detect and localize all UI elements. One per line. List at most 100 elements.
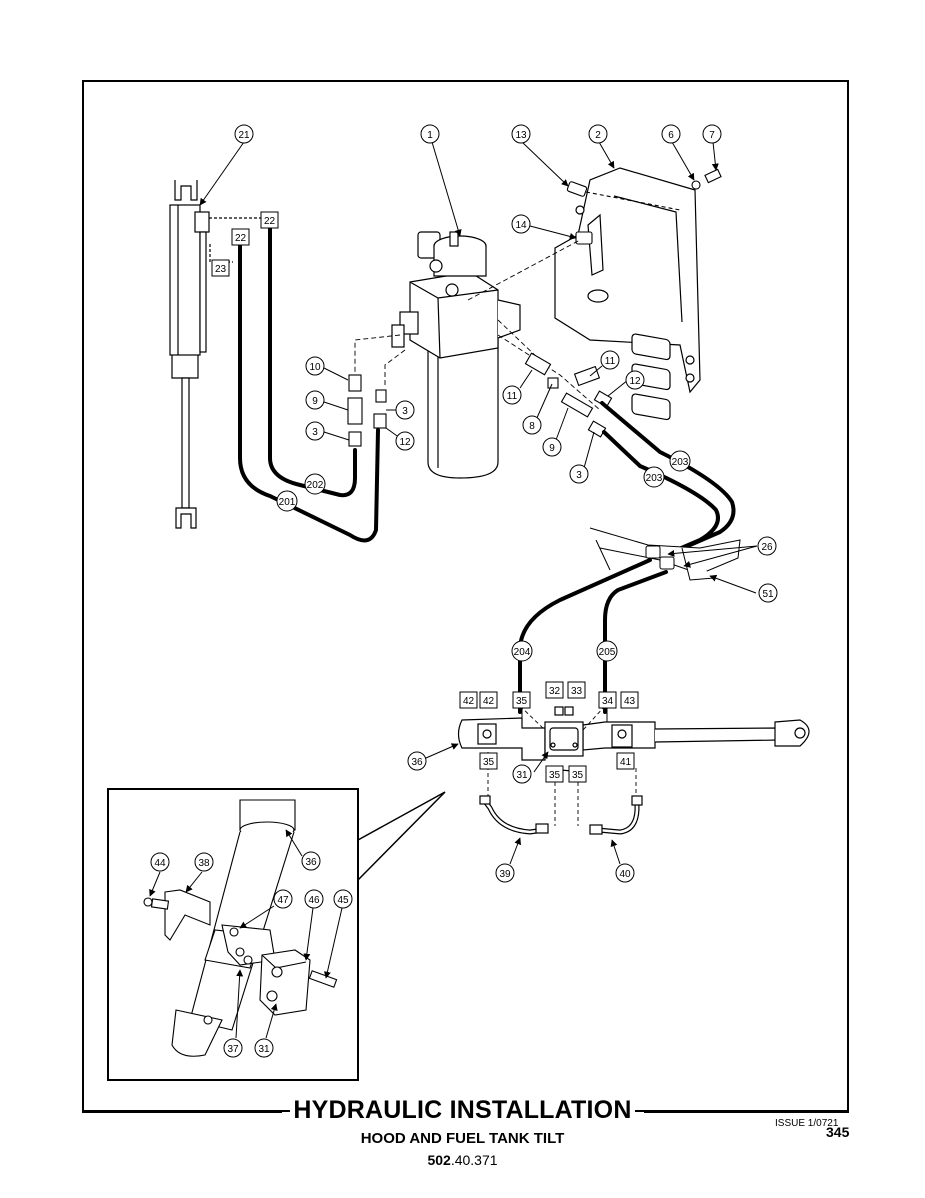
- callout-39: 39: [495, 863, 515, 883]
- callout-3c: 3: [569, 464, 589, 484]
- callout-12b: 12: [625, 370, 645, 390]
- svg-text:36: 36: [305, 857, 317, 868]
- title-rule-right: [644, 1111, 849, 1113]
- svg-text:201: 201: [279, 497, 296, 508]
- svg-text:46: 46: [308, 895, 320, 906]
- box-23: 23: [211, 259, 230, 277]
- svg-text:44: 44: [154, 858, 166, 869]
- svg-text:42: 42: [483, 696, 495, 707]
- callout-51: 51: [758, 583, 778, 603]
- svg-text:43: 43: [624, 696, 636, 707]
- svg-text:41: 41: [620, 757, 632, 768]
- callout-11a: 11: [502, 385, 522, 405]
- hoses-204-205: [518, 558, 668, 714]
- svg-text:9: 9: [549, 443, 555, 454]
- svg-text:23: 23: [215, 264, 227, 275]
- callout-8: 8: [522, 415, 542, 435]
- svg-text:39: 39: [499, 869, 511, 880]
- callout-31a: 31: [512, 764, 532, 784]
- callout-203a: 203: [669, 450, 691, 472]
- page-title: HYDRAULIC INSTALLATION: [0, 1096, 925, 1125]
- callout-14: 14: [511, 214, 531, 234]
- part-prefix: 502: [427, 1152, 451, 1168]
- svg-text:35: 35: [572, 770, 584, 781]
- callout-202: 202: [304, 473, 326, 495]
- svg-text:35: 35: [483, 757, 495, 768]
- callout-204: 204: [511, 640, 533, 662]
- part-suffix: .40.371: [450, 1152, 498, 1168]
- tubes: [479, 795, 643, 835]
- svg-text:3: 3: [402, 406, 408, 417]
- svg-text:34: 34: [602, 696, 614, 707]
- box-35a: 35: [512, 691, 531, 709]
- svg-text:205: 205: [599, 647, 616, 658]
- callout-6: 6: [661, 124, 681, 144]
- svg-text:3: 3: [312, 427, 318, 438]
- svg-text:7: 7: [709, 130, 715, 141]
- box-35c: 35: [545, 765, 564, 783]
- svg-text:47: 47: [277, 895, 289, 906]
- callout-46: 46: [304, 889, 324, 909]
- box-43: 43: [620, 691, 639, 709]
- box-33: 33: [567, 681, 586, 699]
- pump-fittings: [347, 352, 613, 447]
- title-text: HYDRAULIC INSTALLATION: [290, 1096, 635, 1124]
- callout-2: 2: [588, 124, 608, 144]
- svg-text:35: 35: [549, 770, 561, 781]
- box-42b: 42: [479, 691, 498, 709]
- box-42a: 42: [459, 691, 478, 709]
- callout-3b: 3: [395, 400, 415, 420]
- box-labels: 22 22 23 42 42 35 32 33 34 43 35 35 35 4…: [211, 211, 639, 783]
- svg-text:51: 51: [762, 589, 774, 600]
- assembly-lines: [354, 239, 601, 411]
- callout-36a: 36: [407, 751, 427, 771]
- callout-26: 26: [757, 536, 777, 556]
- page-number: 345: [826, 1124, 850, 1140]
- callout-7: 7: [702, 124, 722, 144]
- callout-3a: 3: [305, 421, 325, 441]
- box-22a: 22: [260, 211, 279, 229]
- tilt-bar-assembly: [457, 706, 810, 773]
- svg-text:6: 6: [668, 130, 674, 141]
- callouts: 21 1 13 2 6 7 14 10 9 3 3 12 11 8 9 3 11…: [150, 124, 778, 1058]
- part-number: 502.40.371: [0, 1152, 925, 1168]
- svg-text:11: 11: [507, 391, 518, 402]
- callout-1: 1: [420, 124, 440, 144]
- box-35d: 35: [568, 765, 587, 783]
- svg-text:26: 26: [761, 542, 773, 553]
- callout-21: 21: [234, 124, 254, 144]
- callout-13: 13: [511, 124, 531, 144]
- page-subtitle: HOOD AND FUEL TANK TILT: [360, 1130, 565, 1147]
- box-34: 34: [598, 691, 617, 709]
- svg-text:35: 35: [516, 696, 528, 707]
- svg-text:12: 12: [629, 376, 641, 387]
- svg-text:1: 1: [427, 130, 433, 141]
- svg-text:8: 8: [529, 421, 535, 432]
- svg-text:38: 38: [198, 858, 210, 869]
- svg-text:21: 21: [238, 130, 250, 141]
- svg-text:203: 203: [646, 473, 663, 484]
- callout-37: 37: [223, 1038, 243, 1058]
- detail-inset: [107, 788, 446, 1081]
- hoses-203: [600, 401, 736, 560]
- svg-text:40: 40: [619, 869, 631, 880]
- callout-201: 201: [276, 490, 298, 512]
- svg-text:22: 22: [264, 216, 276, 227]
- tilt-cylinder: [169, 180, 262, 529]
- issue-label: ISSUE 1/0721: [775, 1118, 839, 1129]
- box-41: 41: [616, 752, 635, 770]
- callout-12a: 12: [395, 431, 415, 451]
- svg-text:42: 42: [463, 696, 475, 707]
- svg-text:10: 10: [309, 362, 321, 373]
- bracket-fittings: [566, 168, 722, 245]
- svg-text:3: 3: [576, 470, 582, 481]
- svg-text:204: 204: [514, 647, 531, 658]
- callout-11b: 11: [600, 350, 620, 370]
- callout-45: 45: [333, 889, 353, 909]
- svg-text:33: 33: [571, 686, 583, 697]
- box-35b: 35: [479, 752, 498, 770]
- svg-text:12: 12: [399, 437, 411, 448]
- svg-text:2: 2: [595, 130, 601, 141]
- callout-9a: 9: [305, 390, 325, 410]
- svg-text:31: 31: [258, 1044, 270, 1055]
